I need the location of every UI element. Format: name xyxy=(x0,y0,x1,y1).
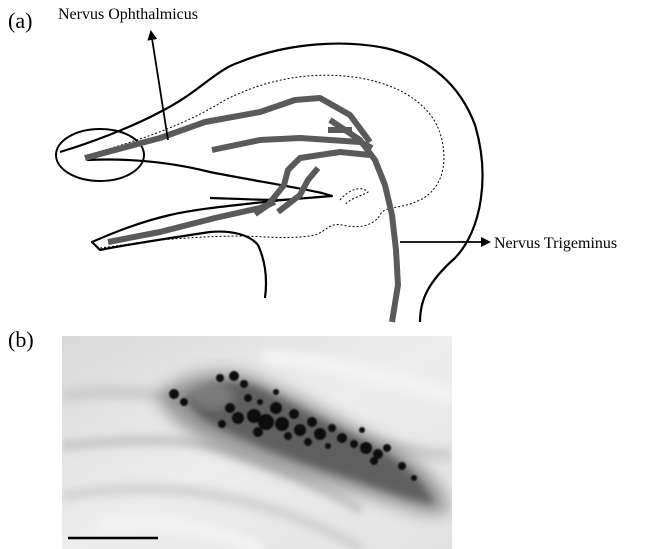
bird-head-diagram xyxy=(0,0,666,330)
mandibular-branch xyxy=(108,202,275,242)
jaw-inner-line xyxy=(340,189,368,205)
nerve-branches xyxy=(85,98,398,322)
micrograph-image xyxy=(62,336,452,549)
lower-bill-outline xyxy=(92,200,282,298)
arrow-up-icon xyxy=(151,32,168,140)
panel-b-label: (b) xyxy=(8,327,34,353)
maxillary-branch xyxy=(212,138,372,150)
